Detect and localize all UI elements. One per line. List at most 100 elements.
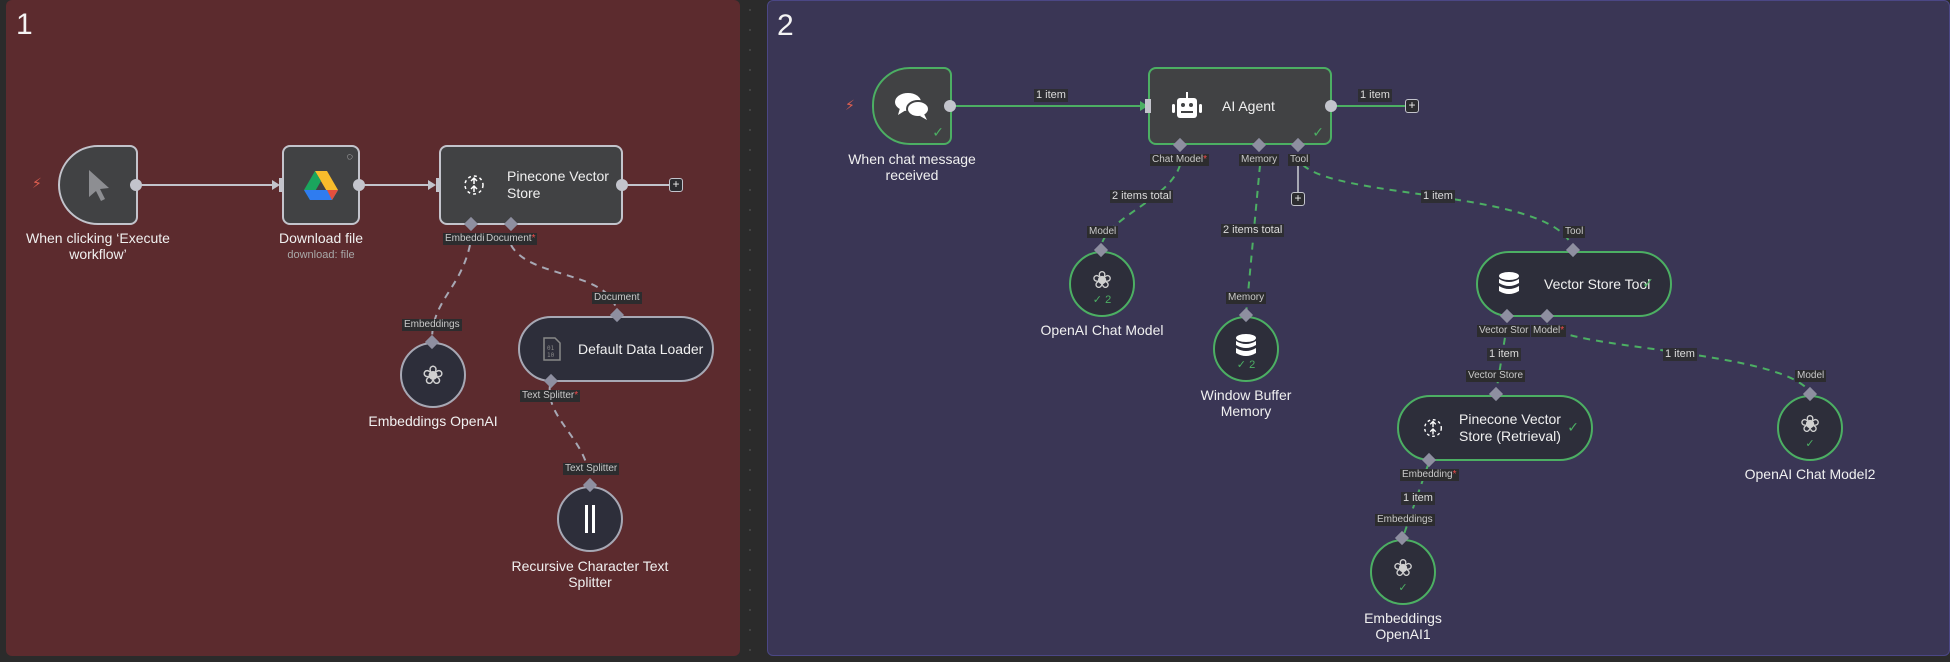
openai-icon: ❀ [1799,410,1821,438]
port-label-embedding: Embedding* [1400,469,1459,481]
node-pinecone-retrieval[interactable]: Pinecone Vector Store (Retrieval) ✓ [1397,395,1593,461]
success-check-icon: ✓ [1567,419,1579,435]
refresh-icon: ◌ [346,151,353,163]
port-label-document: Document* [484,233,538,245]
chat-icon [895,93,930,120]
port-label: Tool [1563,226,1586,238]
success-check-icon: ✓ [1398,581,1408,594]
splitter-icon [585,505,595,533]
node-recursive-text-splitter[interactable] [557,486,623,552]
node-manual-trigger[interactable] [58,145,138,225]
success-check-icon: ✓ [1805,437,1815,450]
node-label: OpenAI Chat Model2 [1744,466,1876,482]
node-chat-trigger[interactable]: ✓ [872,67,952,145]
pinecone-icon [464,175,484,195]
svg-text:10: 10 [547,352,555,359]
success-check-icon: ✓ [1312,124,1324,140]
port-label: Vector Store [1466,370,1526,382]
node-title: AI Agent [1222,97,1275,114]
port-label: Embeddings [1375,514,1435,526]
openai-icon: ❀ [1091,266,1113,294]
output-handle[interactable] [130,179,142,191]
sticky-note-2[interactable]: 2 [767,0,1950,656]
node-title: Pinecone Vector Store (Retrieval) [1459,411,1561,444]
node-vector-store-tool[interactable]: Vector Store Tool ✓ [1476,251,1672,317]
node-label: Recursive Character Text Splitter [511,558,669,590]
edge-label: 1 item [1034,89,1068,102]
add-tool-button[interactable]: + [1291,192,1305,206]
success-check-icon: ✓ [932,124,944,140]
node-ai-agent[interactable]: AI Agent ✓ [1148,67,1332,145]
svg-text:01: 01 [547,345,555,352]
node-embeddings-openai1[interactable]: ❀ ✓ [1370,539,1436,605]
output-handle[interactable] [944,100,956,112]
edge-label: 1 item [1487,348,1521,361]
edge-label: 1 item [1358,89,1392,102]
trigger-bolt-icon: ⚡ [32,175,42,191]
node-label: OpenAI Chat Model [1040,322,1164,338]
run-count-badge: ✓ 2 [1236,358,1256,371]
sticky-title: 1 [16,8,33,41]
edge-document [510,244,618,316]
port-label: Document [592,292,642,304]
node-label: Embeddings OpenAI [368,413,498,429]
port-label-chat-model: Chat Model* [1150,154,1210,166]
port-label: Memory [1226,292,1267,304]
port-label: Embeddings [402,319,462,331]
node-label: When clicking ‘Execute workflow’ [26,230,170,262]
node-label: When chat message received [848,151,976,183]
output-handle[interactable] [353,179,365,191]
node-title: Default Data Loader [578,340,704,357]
google-drive-icon [304,171,338,200]
port-label-embedding: Embeddi [443,233,487,245]
node-label: Download file [278,230,364,246]
input-handle[interactable] [1145,99,1151,113]
edge-label: 2 items total [1110,190,1174,203]
input-handle[interactable] [436,178,441,192]
trigger-bolt-icon: ⚡ [845,97,855,113]
edge-label: 1 item [1401,492,1435,505]
port-label-model: Model* [1531,325,1567,337]
port-label: Model [1087,226,1119,238]
node-window-buffer-memory[interactable]: ✓ 2 [1213,316,1279,382]
port-label: Text Splitter [563,463,620,475]
port-label-vector-store: Vector Stor [1477,325,1531,337]
output-handle[interactable] [616,179,628,191]
node-title: Vector Store Tool [1544,275,1651,292]
port-label-memory: Memory [1239,154,1280,166]
sticky-title: 2 [777,9,794,42]
pinecone-icon [1424,419,1442,437]
port-label-text-splitter: Text Splitter* [520,390,581,402]
add-node-button[interactable]: + [669,178,683,192]
run-count-badge: ✓ 2 [1092,293,1112,306]
edge-label: 1 item [1421,190,1455,203]
port-label-tool: Tool [1288,154,1311,166]
output-handle[interactable] [1325,100,1337,112]
port-label: Model [1795,370,1827,382]
node-subtitle: download: file [287,249,355,261]
robot-icon [1172,92,1202,118]
database-icon [1236,333,1256,356]
edge-chat-model [1099,164,1181,251]
cursor-icon [89,170,109,201]
openai-icon: ❀ [422,359,444,390]
node-openai-chat-model[interactable]: ❀ ✓ 2 [1069,251,1135,317]
node-label: Window Buffer Memory [1200,387,1292,419]
node-label: Embeddings OpenAI1 [1364,610,1442,642]
success-check-icon: ✓ [1642,275,1654,291]
node-title: Pinecone Vector Store [507,168,609,201]
add-node-button[interactable]: + [1405,99,1419,113]
node-openai-chat-model2[interactable]: ❀ ✓ [1777,395,1843,461]
input-handle[interactable] [279,178,284,192]
edge-tool [1302,164,1574,251]
node-download-file[interactable]: ◌ [282,145,360,225]
openai-icon: ❀ [1392,554,1414,582]
node-embeddings-openai[interactable]: ❀ [400,342,466,408]
edge-label: 1 item [1663,348,1697,361]
node-pinecone-vector-store[interactable]: Pinecone Vector Store [439,145,623,225]
edge-label: 2 items total [1221,224,1285,237]
database-icon [1499,272,1519,294]
